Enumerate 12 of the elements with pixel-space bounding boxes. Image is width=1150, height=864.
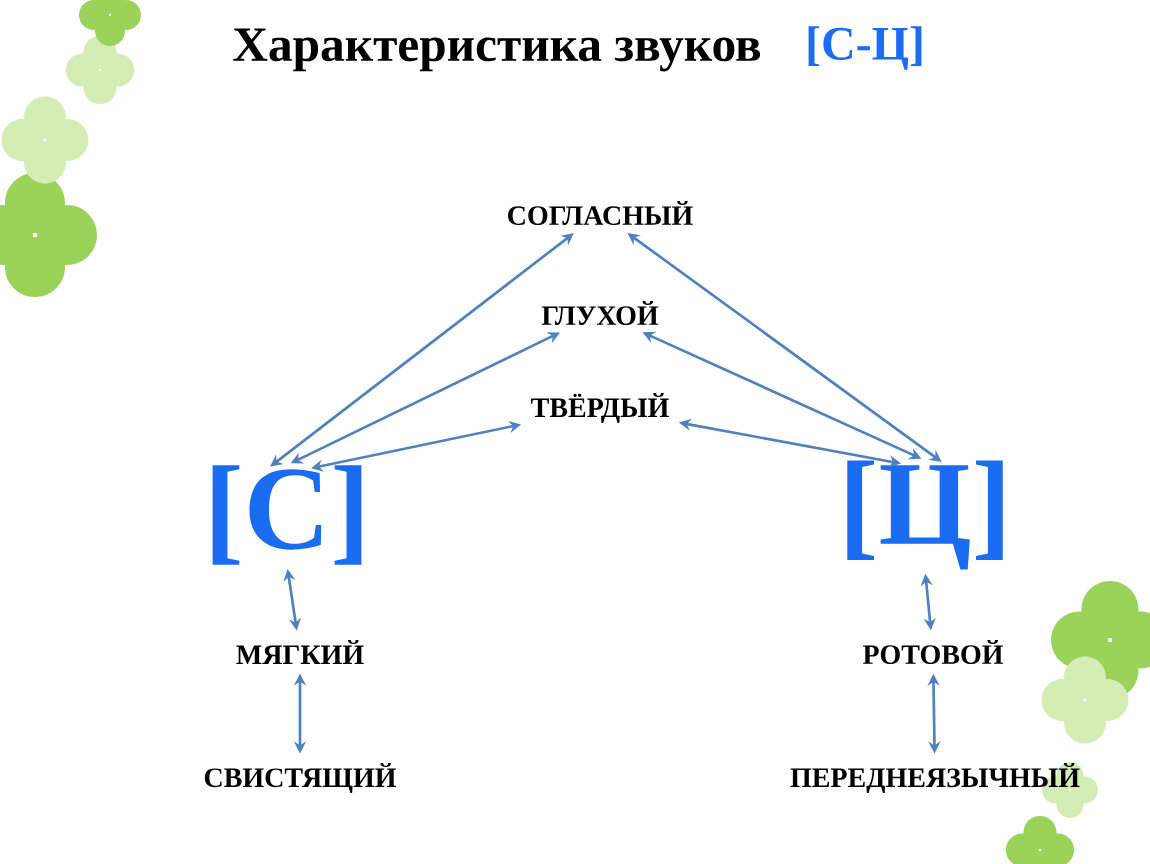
arrow bbox=[270, 233, 574, 467]
sound-symbol: [С] bbox=[212, 465, 362, 565]
feature-label: МЯГКИЙ bbox=[236, 640, 364, 664]
feature-label: РОТОВОЙ bbox=[862, 639, 1004, 665]
title: Характеристика звуков bbox=[233, 28, 761, 72]
sound-symbol: [Ц] bbox=[847, 460, 1003, 570]
feature-label: СОГЛАСНЫЙ bbox=[508, 200, 693, 226]
feature-label: СВИСТЯЩИЙ bbox=[204, 763, 397, 793]
sound-label: [С-Ц] bbox=[808, 26, 922, 70]
feature-label: ГЛУХОЙ bbox=[541, 300, 659, 326]
feature-label: ТВЁРДЫЙ bbox=[531, 393, 669, 423]
feature-label: ПЕРЕДНЕЯЗЫЧНЫЙ bbox=[790, 763, 1080, 793]
